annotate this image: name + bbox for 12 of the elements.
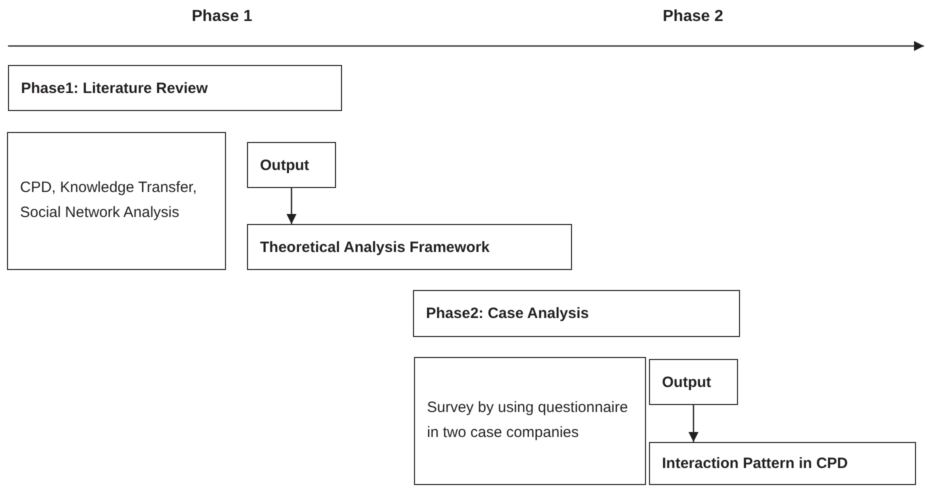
arrow (688, 405, 698, 442)
arrow (286, 188, 296, 224)
result-box: Interaction Pattern in CPD (649, 442, 916, 485)
text-box: Survey by using questionnaire in two case companies (414, 357, 646, 485)
phase-label: Phase 1 (192, 8, 252, 26)
result-box: Theoretical Analysis Framework (247, 224, 572, 270)
heading-box: Phase1: Literature Review (8, 65, 342, 111)
output-box: Output (247, 142, 336, 188)
phase-label: Phase 2 (662, 8, 724, 26)
output-box: Output (649, 359, 738, 405)
heading-box: Phase2: Case Analysis (413, 290, 740, 337)
text-box: CPD, Knowledge Transfer, Social Network Analysis (7, 132, 226, 270)
